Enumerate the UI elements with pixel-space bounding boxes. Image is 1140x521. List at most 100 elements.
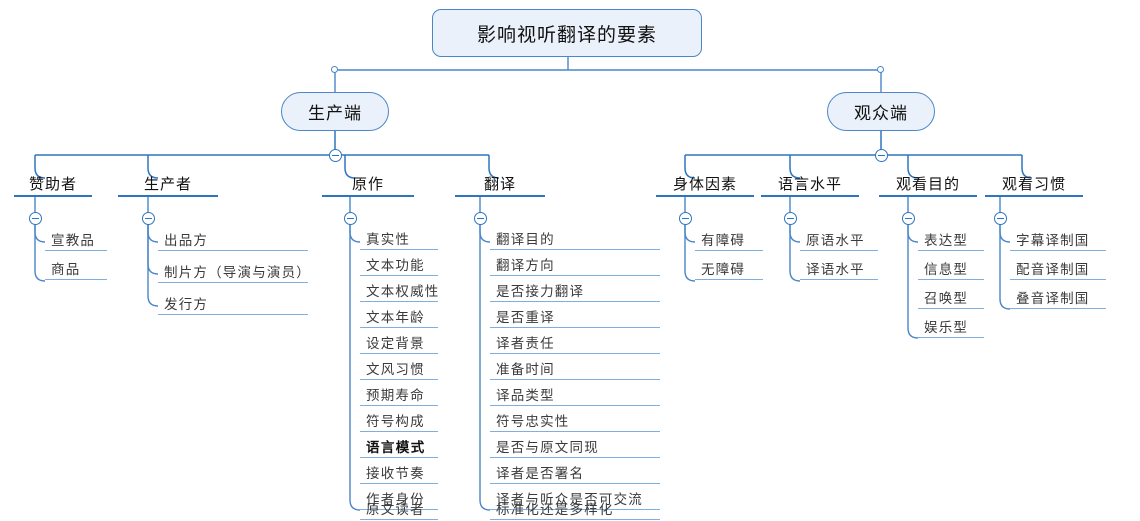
leaf-label: 叠音译制国 (1016, 291, 1090, 306)
group-node-original-work[interactable]: 原作 (322, 172, 414, 197)
group-label: 语言水平 (777, 176, 842, 193)
leaf-label: 真实性 (366, 232, 411, 247)
group-node-viewing-habit[interactable]: 观看习惯 (985, 172, 1083, 197)
leaf-label: 符号构成 (366, 414, 425, 429)
leaf-item[interactable]: 翻译目的 (490, 226, 660, 250)
leaf-item[interactable]: 出品方 (158, 226, 308, 251)
group-label: 观看习惯 (1001, 176, 1066, 193)
leaf-item[interactable]: 是否重译 (490, 304, 660, 328)
collapse-toggle-icon-translation[interactable] (474, 212, 487, 225)
leaf-item[interactable]: 是否与原文同现 (490, 434, 660, 458)
leaf-item[interactable]: 原语水平 (800, 226, 878, 251)
leaf-label: 娱乐型 (924, 320, 969, 335)
leaf-item[interactable]: 娱乐型 (918, 313, 984, 338)
leaf-item[interactable]: 文本权威性 (360, 278, 438, 302)
leaf-item[interactable]: 译者责任 (490, 330, 660, 354)
leaf-label: 字幕译制国 (1016, 233, 1090, 248)
leaf-label: 符号忠实性 (496, 414, 570, 429)
collapse-toggle-icon-language-level[interactable] (784, 212, 797, 225)
branch-label: 观众端 (854, 104, 908, 123)
leaf-item[interactable]: 译语水平 (800, 255, 878, 280)
collapse-toggle-icon-producer[interactable] (142, 212, 155, 225)
leaf-item[interactable]: 字幕译制国 (1010, 226, 1106, 251)
leaf-item[interactable]: 文本年龄 (360, 304, 438, 328)
leaf-item[interactable]: 配音译制国 (1010, 255, 1106, 280)
leaf-item[interactable]: 文风习惯 (360, 356, 438, 380)
leaf-label: 原语水平 (806, 233, 865, 248)
leaf-item[interactable]: 原文读者 (360, 496, 438, 520)
leaf-label: 标准化还是多样化 (496, 502, 614, 517)
group-node-producer[interactable]: 生产者 (118, 172, 218, 197)
group-node-physical-factors[interactable]: 身体因素 (656, 172, 754, 197)
leaf-item[interactable]: 翻译方向 (490, 252, 660, 276)
leaf-label: 是否与原文同现 (496, 440, 599, 455)
leaf-item[interactable]: 是否接力翻译 (490, 278, 660, 302)
leaf-item[interactable]: 译者与听众是否可交流 (490, 486, 660, 510)
leaf-item[interactable]: 叠音译制国 (1010, 284, 1106, 309)
group-node-sponsor[interactable]: 赞助者 (14, 172, 92, 197)
group-label: 翻译 (483, 176, 516, 193)
collapse-toggle-icon-sponsor[interactable] (29, 212, 42, 225)
collapse-toggle-icon-viewing-purpose[interactable] (902, 212, 915, 225)
leaf-label: 准备时间 (496, 362, 555, 377)
collapse-toggle-icon-viewing-habit[interactable] (994, 212, 1007, 225)
group-label: 赞助者 (28, 176, 77, 193)
leaf-item[interactable]: 制片方（导演与演员） (158, 258, 310, 283)
leaf-label: 语言模式 (366, 440, 426, 455)
collapse-toggle-icon-audience[interactable] (875, 149, 888, 162)
leaf-label: 预期寿命 (366, 388, 425, 403)
leaf-item[interactable]: 符号构成 (360, 408, 438, 432)
leaf-label: 文本功能 (366, 258, 425, 273)
leaf-item[interactable]: 宣教品 (45, 226, 107, 251)
group-node-viewing-purpose[interactable]: 观看目的 (879, 172, 977, 197)
branch-joint-icon (331, 66, 338, 73)
leaf-item[interactable]: 有障碍 (695, 226, 763, 251)
leaf-item[interactable]: 语言模式 (360, 434, 438, 458)
leaf-label: 信息型 (924, 262, 969, 277)
leaf-item[interactable]: 信息型 (918, 255, 984, 280)
leaf-item[interactable]: 真实性 (360, 226, 438, 250)
collapse-toggle-icon-physical-factors[interactable] (679, 212, 692, 225)
leaf-item[interactable]: 接收节奏 (360, 460, 438, 484)
leaf-item[interactable]: 商品 (45, 255, 107, 280)
leaf-label: 宣教品 (51, 233, 96, 248)
leaf-item[interactable]: 召唤型 (918, 284, 984, 309)
leaf-label: 译者责任 (496, 336, 555, 351)
leaf-label: 表达型 (924, 233, 969, 248)
leaf-label: 译品类型 (496, 388, 555, 403)
leaf-item[interactable]: 预期寿命 (360, 382, 438, 406)
leaf-item[interactable]: 作者身份 (360, 486, 438, 510)
leaf-label: 商品 (51, 262, 81, 277)
leaf-label: 是否重译 (496, 310, 555, 325)
leaf-item[interactable]: 设定背景 (360, 330, 438, 354)
leaf-label: 译语水平 (806, 262, 865, 277)
leaf-item[interactable]: 发行方 (158, 290, 308, 315)
leaf-label: 译者与听众是否可交流 (496, 492, 643, 507)
group-label: 观看目的 (895, 176, 960, 193)
leaf-label: 文本年龄 (366, 310, 425, 325)
leaf-item[interactable]: 准备时间 (490, 356, 660, 380)
group-label: 身体因素 (672, 176, 737, 193)
leaf-label: 发行方 (164, 297, 209, 312)
root-node[interactable]: 影响视听翻译的要素 (432, 9, 702, 57)
group-node-translation[interactable]: 翻译 (455, 172, 545, 197)
branch-node-production[interactable]: 生产端 (281, 92, 389, 131)
leaf-label: 出品方 (164, 233, 209, 248)
leaf-item[interactable]: 文本功能 (360, 252, 438, 276)
leaf-item[interactable]: 表达型 (918, 226, 984, 251)
group-node-language-level[interactable]: 语言水平 (761, 172, 859, 197)
leaf-item[interactable]: 译品类型 (490, 382, 660, 406)
leaf-item[interactable]: 无障碍 (695, 255, 763, 280)
collapse-toggle-icon-production[interactable] (329, 149, 342, 162)
leaf-label: 接收节奏 (366, 466, 425, 481)
leaf-label: 有障碍 (701, 233, 746, 248)
leaf-item[interactable]: 译者是否署名 (490, 460, 660, 484)
leaf-label: 作者身份 (366, 492, 425, 507)
branch-node-audience[interactable]: 观众端 (827, 92, 935, 131)
collapse-toggle-icon-original-work[interactable] (344, 212, 357, 225)
leaf-item[interactable]: 标准化还是多样化 (490, 496, 660, 520)
leaf-label: 原文读者 (366, 502, 425, 517)
leaf-item[interactable]: 符号忠实性 (490, 408, 660, 432)
leaf-label: 是否接力翻译 (496, 284, 585, 299)
